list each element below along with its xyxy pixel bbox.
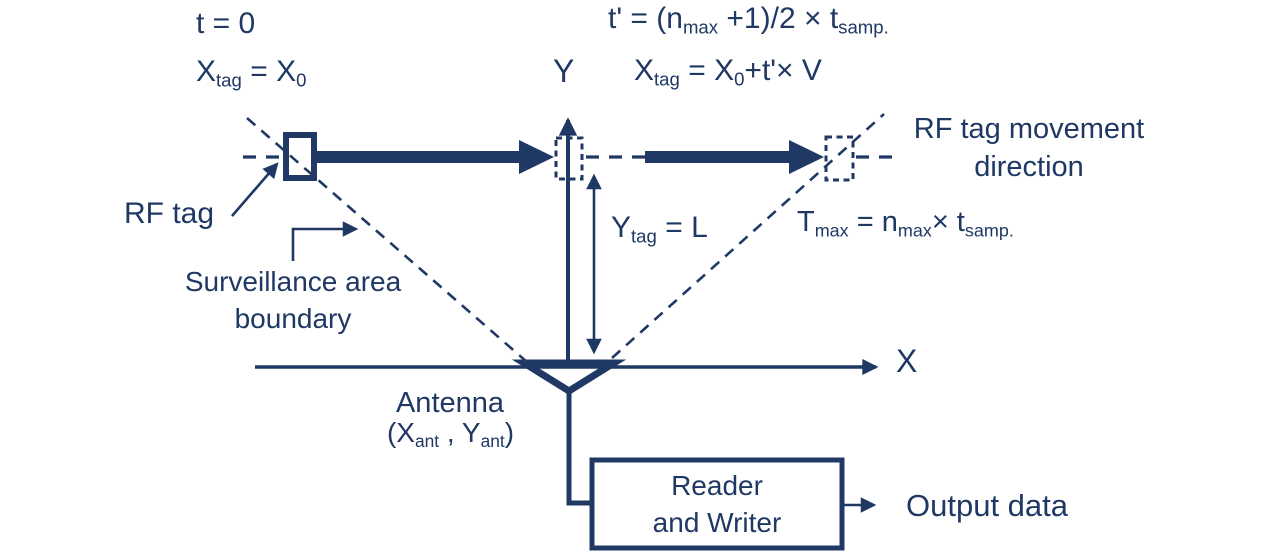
reader-writer-line1: Reader [671, 470, 763, 501]
label-rf-tag: RF tag [124, 197, 215, 230]
antenna-triangle [511, 359, 627, 396]
reader-writer-box [589, 457, 845, 551]
boundary-right-dashed-line [611, 113, 885, 359]
label-xtag-initial: Xtag = X0 [196, 55, 307, 91]
label-surveillance-boundary: Surveillance area boundary [184, 266, 402, 334]
label-time-initial: t = 0 [196, 7, 256, 40]
label-tmax: Tmax = nmax× tsamp. [797, 206, 1014, 241]
rf-tag-initial-rect [283, 132, 317, 181]
label-time-mid: t' = (nmax +1)/2 × tsamp. [608, 2, 889, 38]
rf-tag-pointer-arrow [231, 162, 279, 217]
x-axis-label: X [896, 343, 918, 379]
rf-tag-final-dashed-rect [824, 135, 855, 182]
boundary-pointer-arrow [291, 221, 359, 261]
label-movement-direction: RF tag movement direction [913, 113, 1145, 183]
label-output-data: Output data [906, 488, 1069, 523]
label-antenna-coords: (Xant , Yant) [386, 417, 515, 452]
label-xtag-mid: Xtag = X0+t'× V [634, 54, 822, 90]
reader-writer-label: Reader and Writer [592, 467, 842, 541]
label-antenna-name: Antenna [395, 387, 505, 419]
label-ytag-distance: Ytag = L [611, 211, 708, 247]
movement-arrow-1 [312, 140, 554, 174]
boundary-left-dashed-line [246, 117, 528, 363]
movement-arrow-2 [645, 140, 824, 174]
y-axis-label: Y [553, 53, 575, 89]
reader-writer-line2: and Writer [652, 507, 782, 538]
antenna-feed-line [566, 391, 590, 506]
